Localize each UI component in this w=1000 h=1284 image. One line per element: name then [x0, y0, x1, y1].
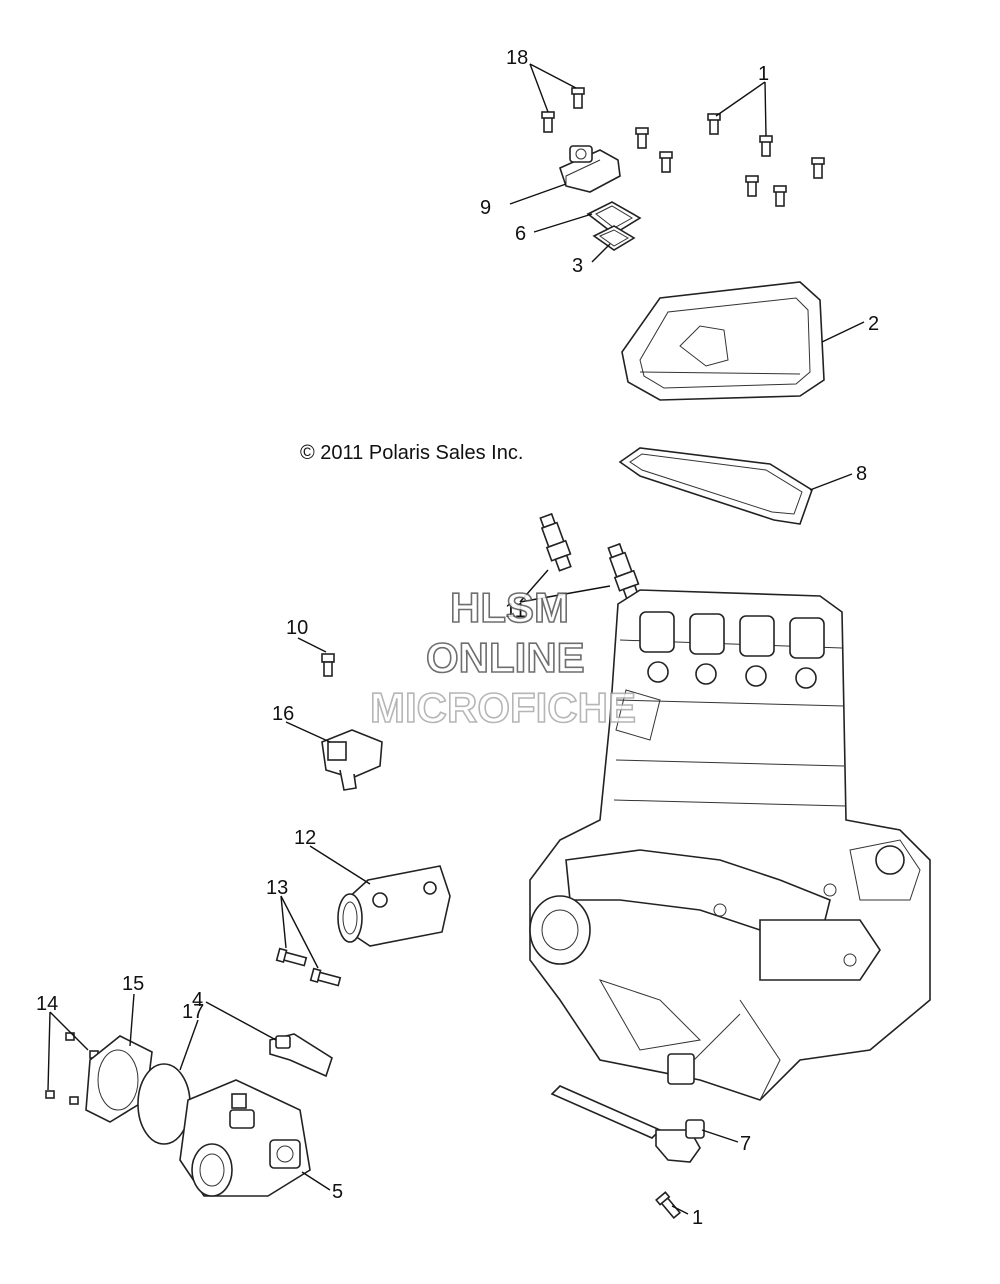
callout-10: 10	[286, 617, 308, 639]
bolt-group-top	[541, 87, 825, 207]
part-5-throttle-body	[179, 1079, 311, 1197]
part-15-flange	[85, 1035, 153, 1123]
part-1-bolt-bottom	[655, 1191, 682, 1220]
engine-connector	[667, 1013, 741, 1085]
part-9-housing	[559, 145, 621, 193]
watermark-line-1: HLSM	[450, 584, 569, 631]
part-12-intake-adapter	[337, 865, 451, 947]
callout-3: 3	[572, 255, 583, 277]
part-17-o-ring	[137, 1063, 191, 1145]
part-8-cover-gasket	[618, 447, 813, 525]
part-11-spark-plug-b	[607, 542, 640, 602]
part-4-clamp	[269, 1033, 333, 1078]
callout-15: 15	[122, 973, 144, 995]
callout-1-top: 1	[758, 63, 769, 85]
part-7-sensor-lead	[550, 1085, 705, 1163]
part-13-screw-b	[309, 967, 342, 987]
part-3-seal	[592, 225, 636, 251]
part-6-gasket	[586, 201, 642, 235]
engine-assembly	[529, 589, 931, 1101]
callout-12: 12	[294, 827, 316, 849]
callout-16: 16	[272, 703, 294, 725]
callout-17: 17	[182, 1001, 204, 1023]
part-11-spark-plug-a	[539, 512, 572, 572]
callout-13: 13	[266, 877, 288, 899]
leader-lines	[47, 63, 865, 1215]
callout-1-bottom: 1	[692, 1207, 703, 1229]
watermark-line-3: MICROFICHE	[370, 684, 636, 731]
part-13-screw-a	[275, 947, 308, 967]
part-10-bolt	[321, 653, 335, 677]
watermark-line-2: ONLINE	[426, 634, 585, 681]
callout-6: 6	[515, 223, 526, 245]
callout-2: 2	[868, 313, 879, 335]
copyright-text: © 2011 Polaris Sales Inc.	[300, 442, 523, 464]
callout-labels: 18 1 9 6 3 2 8 11 10 16 12 13 14 15 4 17…	[36, 47, 879, 1229]
callout-8: 8	[856, 463, 867, 485]
callout-18: 18	[506, 47, 528, 69]
callout-5: 5	[332, 1181, 343, 1203]
callout-14: 14	[36, 993, 58, 1015]
callout-11: 11	[505, 600, 526, 622]
watermark: HLSM ONLINE MICROFICHE	[369, 583, 637, 732]
part-2-valve-cover	[621, 281, 825, 401]
callout-9: 9	[480, 197, 491, 219]
callout-4: 4	[192, 989, 203, 1011]
callout-7: 7	[740, 1133, 751, 1155]
part-16-sensor	[321, 729, 383, 791]
